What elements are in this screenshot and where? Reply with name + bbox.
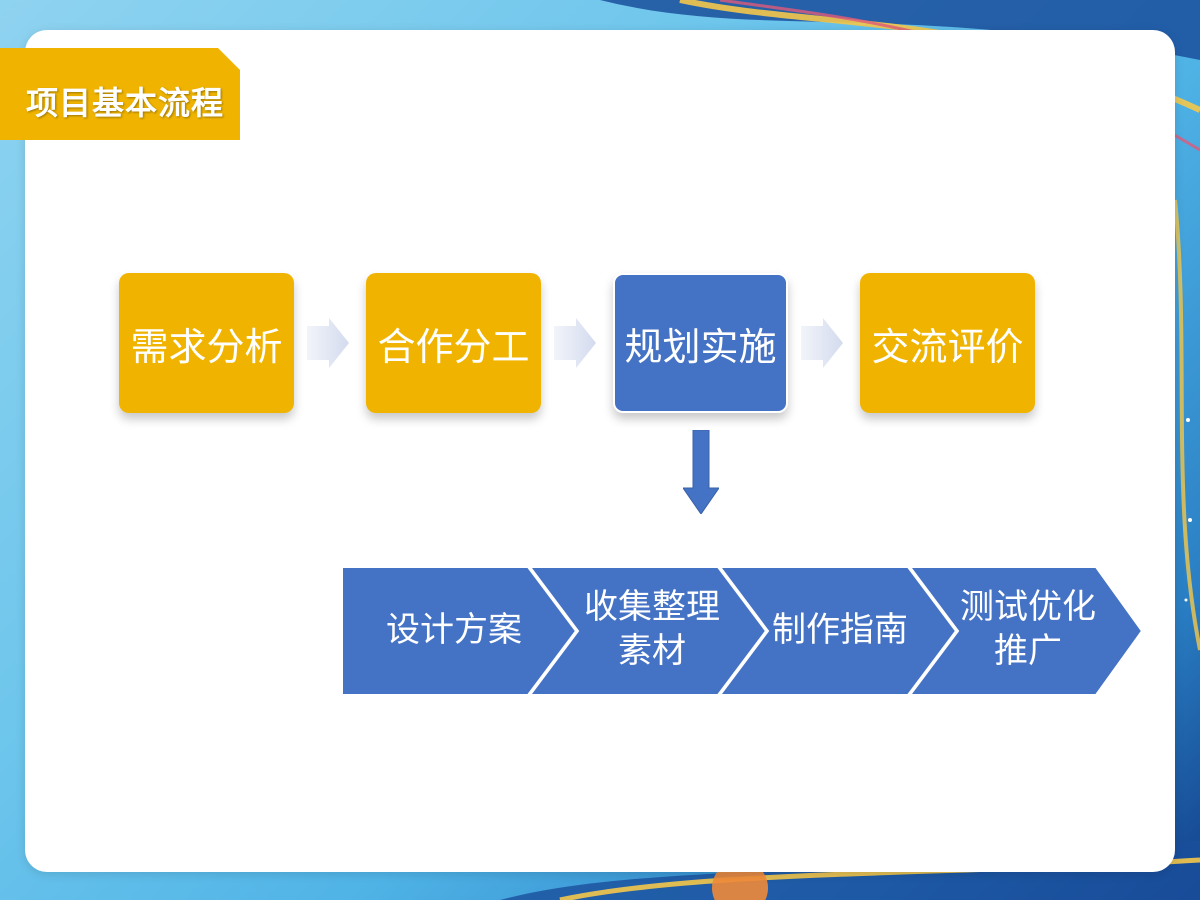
substep-test-optimize: 测试优化 推广 <box>960 587 1096 671</box>
step-team-division: 合作分工 <box>366 273 541 413</box>
step-arrow-icon <box>801 318 843 368</box>
title-tab <box>0 48 240 140</box>
content-panel <box>25 30 1175 872</box>
step-requirement-analysis: 需求分析 <box>119 273 294 413</box>
substep-design-plan: 设计方案 <box>386 610 522 650</box>
substep-chevrons <box>341 566 1144 696</box>
chevron-shape <box>908 566 1144 696</box>
substep-collect-materials: 收集整理 素材 <box>584 587 720 671</box>
step-planning-implementation: 规划实施 <box>613 273 788 413</box>
chevron-shape <box>528 566 768 696</box>
chevron-shape <box>718 566 958 696</box>
step-communication-evaluation: 交流评价 <box>860 273 1035 413</box>
step-arrow-icon <box>307 318 349 368</box>
step-arrow-icon <box>554 318 596 368</box>
substep-make-guide: 制作指南 <box>772 610 908 650</box>
down-arrow-icon <box>683 430 719 514</box>
page-title: 项目基本流程 <box>26 84 225 122</box>
chevron-shape <box>341 566 578 696</box>
